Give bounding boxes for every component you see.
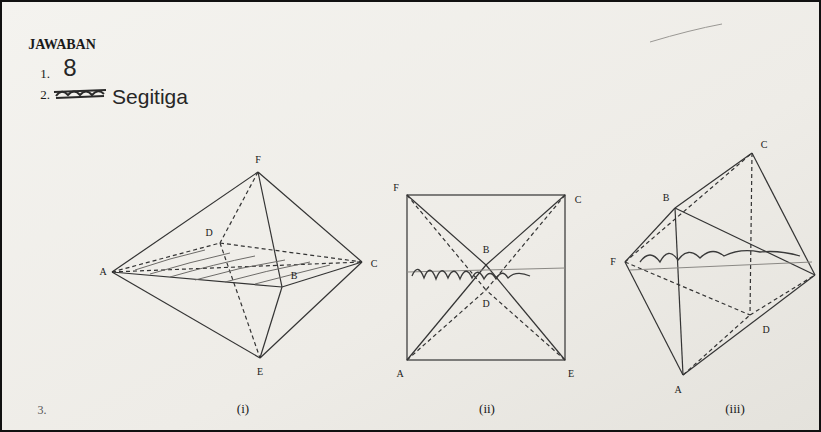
vertex-label: F: [393, 183, 399, 193]
vertex-label: A: [99, 267, 106, 277]
handwritten-answer: Segitiga: [112, 86, 188, 107]
octahedron-top-view: [407, 195, 565, 360]
scribble: [412, 269, 530, 279]
vertex-label: D: [482, 299, 489, 309]
vertex-label: D: [205, 228, 212, 238]
vertex-label: F: [610, 257, 616, 267]
vertex-label: A: [674, 385, 681, 395]
heading: JAWABAN: [28, 38, 96, 52]
vertex-label: E: [568, 369, 574, 379]
vertex-label: C: [371, 259, 378, 269]
pencil-stroke: [650, 24, 722, 42]
vertex-label: B: [483, 245, 490, 255]
vertex-label: D: [762, 325, 769, 335]
vertex-label: C: [761, 140, 768, 150]
scribble: [640, 251, 800, 262]
pencil-hatching: [135, 250, 330, 284]
figure-caption: (iii): [725, 402, 745, 415]
vertex-label: F: [255, 155, 261, 165]
question-number: 3.: [38, 404, 47, 416]
figure-caption: (i): [237, 402, 249, 415]
octahedron-figure: [112, 172, 362, 358]
octahedron-tilted: [625, 153, 815, 375]
vertex-label: B: [663, 193, 670, 203]
vertex-label: C: [575, 195, 582, 205]
crossed-out-scribble: [54, 90, 106, 98]
question-number: 1.: [40, 67, 50, 80]
figure-caption: (ii): [479, 402, 495, 415]
vertex-label: E: [257, 367, 263, 377]
vertex-label: A: [396, 369, 403, 379]
vertex-label: B: [291, 271, 298, 281]
handwritten-answer: 8: [63, 56, 76, 80]
question-number: 2.: [40, 88, 50, 101]
